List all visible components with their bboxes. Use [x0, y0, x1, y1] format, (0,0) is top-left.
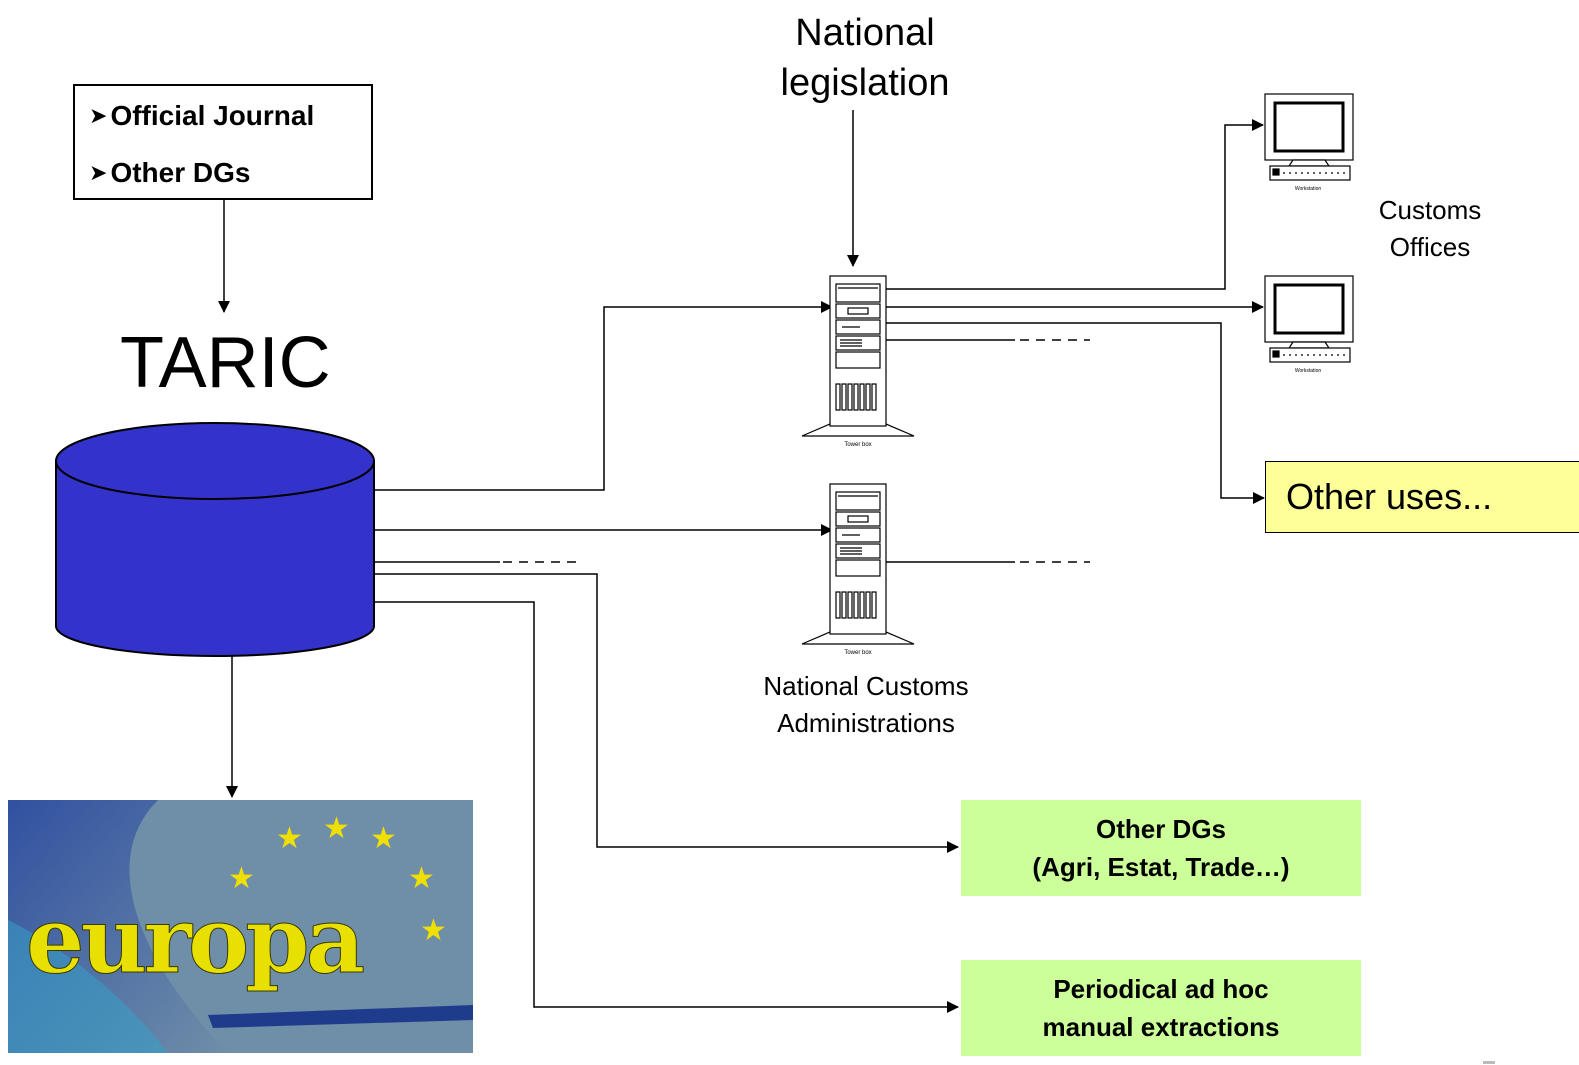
europa-logo-graphic: ★ ★ ★ ★ ★ ★ europa — [8, 800, 473, 1053]
europa-logo: ★ ★ ★ ★ ★ ★ europa — [8, 800, 473, 1053]
arrow-server-to-workstation-1 — [884, 119, 1264, 290]
other-dgs-box: Other DGs (Agri, Estat, Trade…) — [961, 800, 1361, 896]
national-legislation-label: National legislation — [780, 12, 950, 104]
taric-title: TARIC — [120, 323, 331, 403]
arrow-taric-to-other-dgs — [374, 573, 959, 853]
workstation-icon-2 — [1264, 275, 1354, 363]
extractions-box: Periodical ad hoc manual extractions — [961, 960, 1361, 1056]
svg-text:★: ★ — [276, 822, 303, 855]
corner-mark — [1483, 1061, 1495, 1064]
source-item-other-dgs: ➤Other DGs — [89, 157, 251, 188]
arrow-server-to-other-uses — [884, 322, 1265, 504]
sources-box: ➤Official Journal ➤Other DGs — [73, 84, 373, 200]
arrow-taric-to-extractions — [374, 601, 959, 1013]
tower-caption-1: Tower box — [844, 442, 871, 448]
svg-text:★: ★ — [228, 862, 255, 895]
workstation-icon-1 — [1264, 93, 1354, 181]
arrow-bullet-icon: ➤ — [89, 160, 108, 185]
workstation-caption-1: Workstation — [1295, 186, 1322, 192]
tower-server-icon-2 — [801, 483, 915, 645]
svg-text:★: ★ — [323, 812, 350, 845]
workstation-caption-2: Workstation — [1295, 368, 1322, 374]
eu-stars-icon: ★ ★ ★ ★ ★ ★ — [228, 812, 447, 947]
tower-caption-2: Tower box — [844, 650, 871, 656]
taric-database-icon — [55, 422, 375, 657]
svg-text:★: ★ — [370, 822, 397, 855]
tower-server-icon-1 — [801, 275, 915, 437]
europa-wordmark: europa — [26, 886, 364, 994]
other-uses-box: Other uses... — [1265, 461, 1579, 533]
svg-text:★: ★ — [420, 914, 447, 947]
arrow-taric-to-server-1 — [374, 301, 833, 491]
svg-text:★: ★ — [408, 862, 435, 895]
national-customs-label: National Customs Administrations — [763, 671, 969, 738]
customs-offices-label: Customs Offices — [1378, 195, 1482, 262]
arrow-bullet-icon: ➤ — [89, 103, 108, 128]
source-item-official-journal: ➤Official Journal — [89, 100, 315, 131]
